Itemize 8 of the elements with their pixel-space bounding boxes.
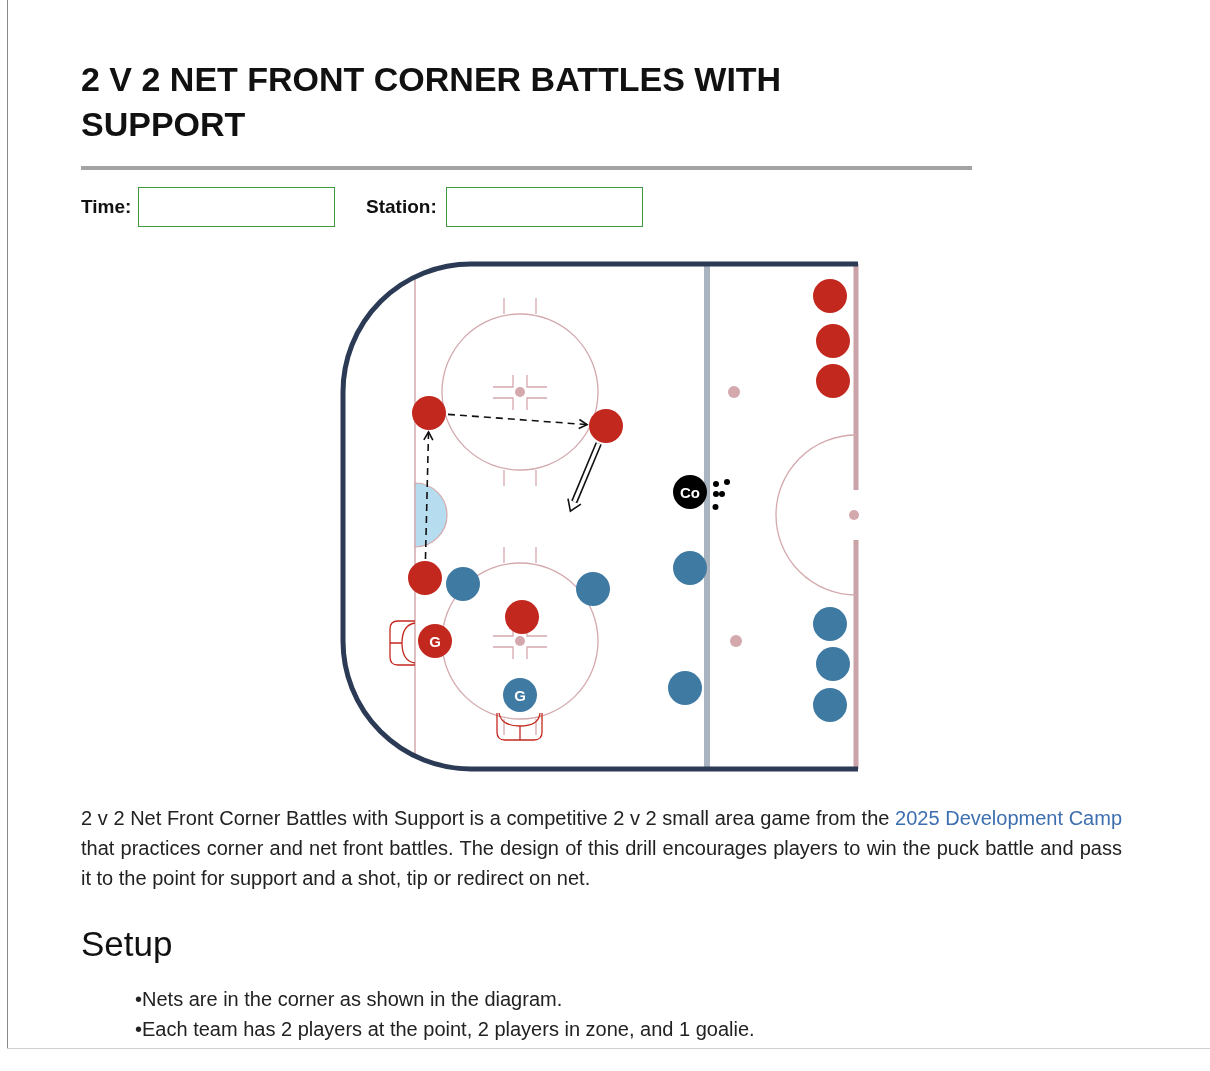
bullet-item: •Nets are in the corner as shown in the diagram. [135,987,563,1012]
description-paragraph: 2 v 2 Net Front Corner Battles with Support is a competitive 2 v 2 small area game from the 2025 Development Camp that practices corner and net front battles. The design of this drill encourages players to win the puck battle and pass it to the point for support and a shot, tip or redirect on net. [81,806,1122,891]
bullet-item: •Each team has 2 players at the point, 2 players in zone, and 1 goalie. [135,1017,755,1042]
link: 2025 Development Camp [895,807,1122,829]
field-label: Station: [366,195,437,219]
field-label: Time: [81,195,132,219]
title: 2 V 2 NET FRONT CORNER BATTLES WITH SUPPORT [81,59,783,145]
section-heading: Setup [81,924,173,964]
